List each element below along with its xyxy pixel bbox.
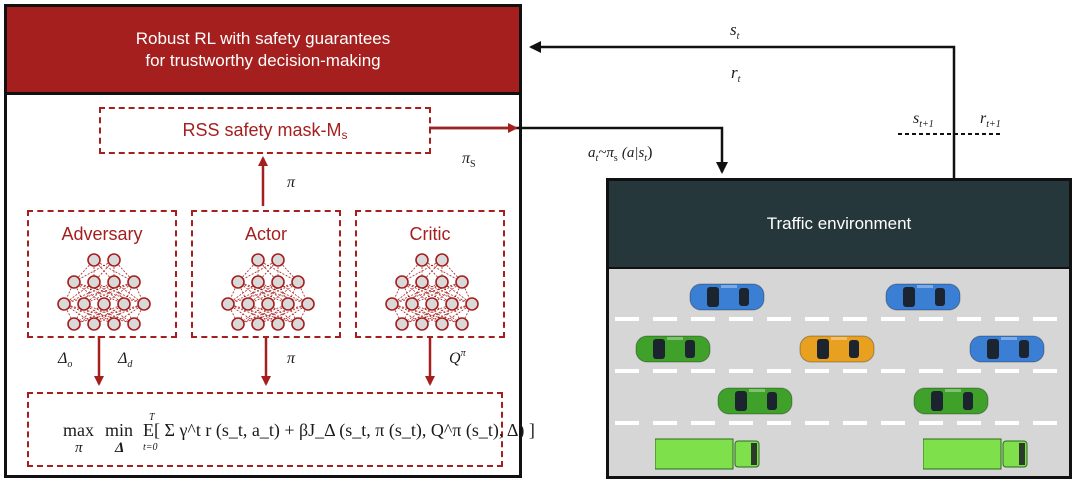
lane-marking: [615, 369, 639, 373]
lane-marking: [843, 317, 867, 321]
lane-marking: [1033, 317, 1057, 321]
sum-bottom-limit: t=0: [143, 442, 158, 453]
lane-marking: [995, 369, 1019, 373]
lane-marking: [653, 317, 677, 321]
lane-marking: [919, 421, 943, 425]
max-variable: π: [75, 440, 83, 456]
lane-marking: [767, 369, 791, 373]
adversary-title: Adversary: [61, 224, 143, 244]
lane-marking: [653, 421, 677, 425]
car: [885, 283, 961, 311]
critic-network-box: Critic: [355, 210, 505, 338]
lane-marking: [691, 317, 715, 321]
min-variable: Δ: [115, 440, 125, 456]
actor-network-icon: [221, 253, 315, 331]
car: [913, 387, 989, 415]
banner-title-line1: Robust RL with safety guarantees: [135, 28, 391, 48]
lane-marking: [729, 421, 753, 425]
car: [799, 335, 875, 363]
lane-marking: [1071, 317, 1072, 321]
lane-marking: [729, 369, 753, 373]
max-operator: max: [63, 420, 94, 440]
lane-marking: [805, 369, 829, 373]
car: [689, 283, 765, 311]
road: [609, 269, 1072, 476]
lane-marking: [957, 317, 981, 321]
mask-subscript: s: [341, 127, 348, 142]
state-label: st: [730, 20, 740, 42]
lane-marking: [805, 317, 829, 321]
agent-banner: Robust RL with safety guarantees for tru…: [7, 7, 519, 95]
next-reward-label: rt+1: [980, 110, 1001, 130]
adversary-output-label-1: Δo: [58, 350, 73, 370]
action-arrow: [429, 126, 728, 174]
lane-marking: [843, 369, 867, 373]
lane-marking: [957, 421, 981, 425]
lane-marking: [729, 317, 753, 321]
lane-marking: [919, 317, 943, 321]
actor-title: Actor: [244, 224, 287, 244]
lane-marking: [767, 317, 791, 321]
lane-marking: [881, 317, 905, 321]
car: [635, 335, 711, 363]
adversary-output-label-2: Δd: [118, 350, 133, 370]
car: [969, 335, 1045, 363]
actor-to-mask-label: π: [287, 174, 296, 191]
lane-marking: [653, 369, 677, 373]
banner-title-line2: for trustworthy decision-making: [145, 50, 381, 70]
lane-marking: [615, 317, 639, 321]
lane-marking: [995, 421, 1019, 425]
car: [717, 387, 793, 415]
lane-marking: [843, 421, 867, 425]
lane-marking: [767, 421, 791, 425]
environment-title: Traffic environment: [766, 214, 912, 233]
lane-marking: [919, 369, 943, 373]
mask-output-label: πS: [462, 150, 476, 170]
lane-marking: [1033, 369, 1057, 373]
lane-marking: [805, 421, 829, 425]
traffic-environment-panel: Traffic environment: [606, 178, 1072, 479]
action-label: at~πs (a|st): [588, 144, 653, 164]
environment-header: Traffic environment: [609, 181, 1069, 269]
adversary-network-box: Adversary: [27, 210, 177, 338]
critic-title: Critic: [409, 224, 451, 244]
critic-network-icon: [385, 253, 479, 331]
critic-output-label: Qπ: [449, 348, 466, 367]
next-state-label: st+1: [913, 110, 934, 130]
lane-marking: [1071, 421, 1072, 425]
lane-marking: [957, 369, 981, 373]
adversary-network-icon: [57, 253, 151, 331]
lane-marking: [691, 369, 715, 373]
objective-box: max π min Δ T t=0 E[ Σ γ^t r (s_t, a_t) …: [27, 392, 535, 467]
truck: [923, 438, 1028, 470]
sum-top-limit: T: [149, 412, 155, 423]
lane-marking: [691, 421, 715, 425]
lane-marking: [881, 369, 905, 373]
truck: [655, 438, 760, 470]
lane-marking: [1033, 421, 1057, 425]
reward-label: rt: [731, 63, 741, 85]
lane-marking: [995, 317, 1019, 321]
rl-agent-panel: Robust RL with safety guarantees for tru…: [4, 4, 535, 478]
lane-marking: [615, 421, 639, 425]
actor-output-label: π: [287, 350, 296, 367]
mask-label: RSS safety mask-M: [182, 120, 342, 140]
actor-network-box: Actor: [191, 210, 341, 338]
lane-marking: [1071, 369, 1072, 373]
objective-body: E[ Σ γ^t r (s_t, a_t) + βJ_Δ (s_t, π (s_…: [143, 420, 535, 440]
min-operator: min: [105, 420, 134, 440]
lane-marking: [881, 421, 905, 425]
